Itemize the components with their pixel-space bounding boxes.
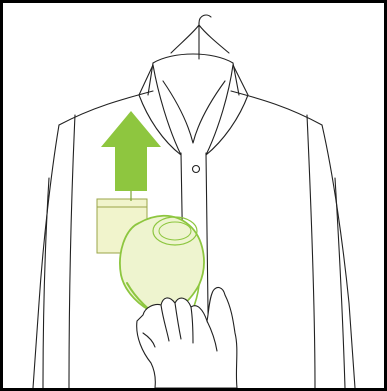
hanger-icon: [171, 15, 229, 59]
up-arrow-icon: [101, 111, 161, 201]
steaming-illustration: [3, 3, 384, 388]
